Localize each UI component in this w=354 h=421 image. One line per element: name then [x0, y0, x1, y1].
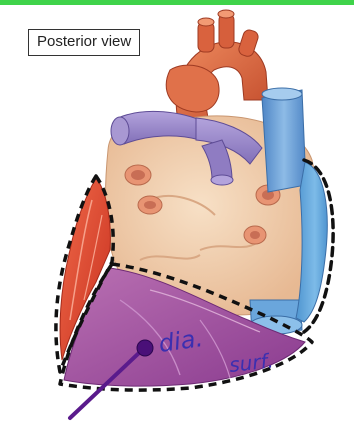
- annotation-line-2: surf.: [228, 348, 275, 377]
- annotation-line-1: dia.: [157, 324, 205, 358]
